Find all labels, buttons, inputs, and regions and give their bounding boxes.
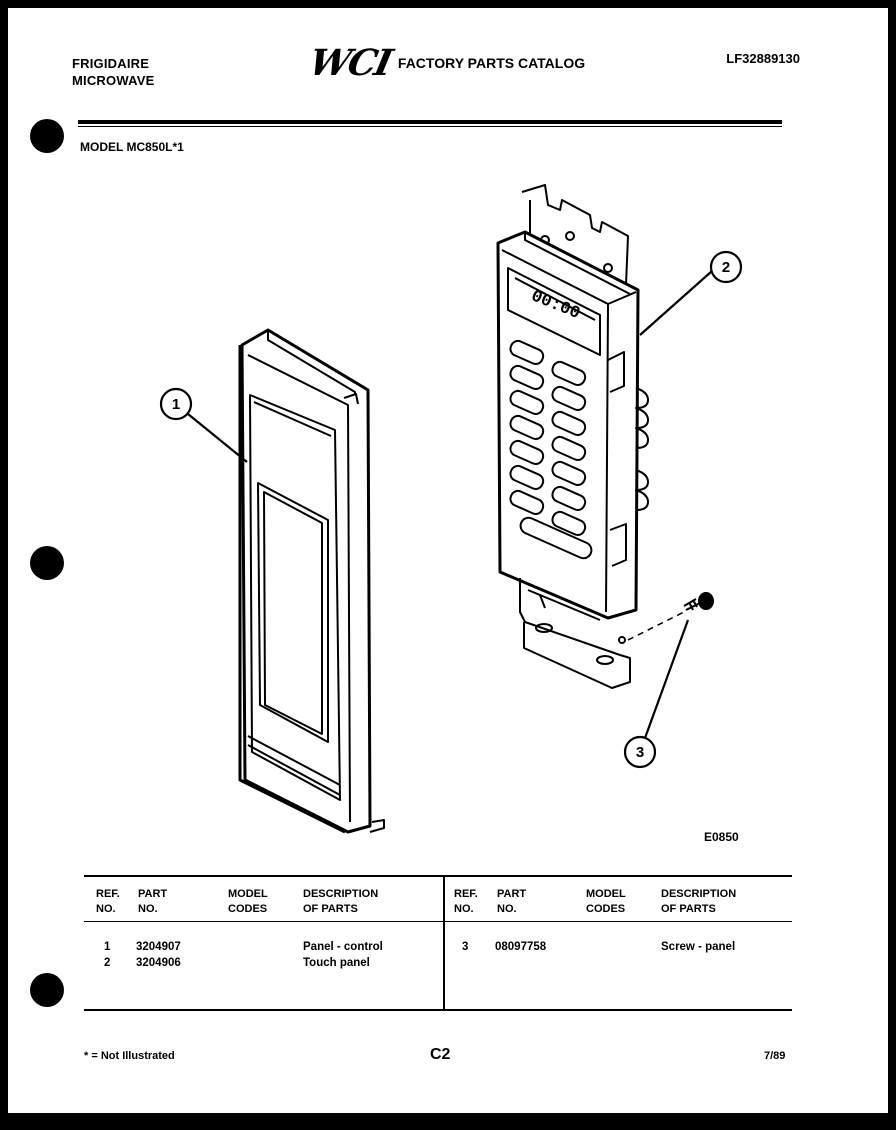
row-3-desc: Screw - panel <box>661 941 736 953</box>
brand-block: FRIGIDAIRE MICROWAVE <box>72 55 154 89</box>
catalog-number: LF32889130 <box>726 51 800 66</box>
header-ref: REF.NO. <box>96 888 120 915</box>
catalog-title: FACTORY PARTS CATALOG <box>397 55 586 71</box>
callout-3: 3 <box>636 744 644 761</box>
callout-1-circle <box>159 387 193 421</box>
callout-2-circle <box>709 250 743 284</box>
touch-panel-drawing <box>496 184 685 689</box>
binder-hole-top <box>30 119 64 153</box>
footnote: * = Not Illustrated <box>84 1050 175 1062</box>
binder-hole-middle <box>30 546 64 580</box>
header-rule-thin <box>78 126 782 127</box>
table-divider <box>443 875 445 1011</box>
catalog-heading: WCI FACTORY PARTS CATALOG <box>306 42 586 84</box>
table-header-rule <box>84 921 792 922</box>
header-ref-right: REF.NO. <box>454 888 478 915</box>
callout-2: 2 <box>722 259 730 276</box>
binder-hole-bottom <box>30 973 64 1007</box>
row-1-part: 3204907 <box>136 941 181 953</box>
callout-3-circle <box>623 735 657 769</box>
row-3-ref: 3 <box>462 941 469 953</box>
row-1-ref: 1 <box>104 941 111 953</box>
catalog-page <box>8 8 888 1113</box>
row-2-ref: 2 <box>104 957 111 969</box>
table-top-rule <box>84 875 792 877</box>
illustration-code: E0850 <box>704 830 739 844</box>
row-2-part: 3204906 <box>136 957 181 969</box>
callout-1: 1 <box>172 396 180 413</box>
row-1-desc: Panel - control <box>303 941 383 953</box>
page-number: C2 <box>430 1046 451 1063</box>
row-3-part: 08097758 <box>495 941 547 953</box>
row-2-desc: Touch panel <box>303 957 370 969</box>
header-rule <box>78 120 782 124</box>
brand-name: FRIGIDAIRE <box>72 56 150 71</box>
keypad-buttons <box>509 339 593 560</box>
control-panel-drawing <box>238 328 385 834</box>
model-line: MODEL MC850L*1 <box>80 140 184 154</box>
screw-drawing <box>683 592 714 611</box>
product-line: MICROWAVE <box>72 73 155 88</box>
revision-date: 7/89 <box>764 1050 786 1062</box>
table-bottom-rule <box>84 1009 792 1011</box>
